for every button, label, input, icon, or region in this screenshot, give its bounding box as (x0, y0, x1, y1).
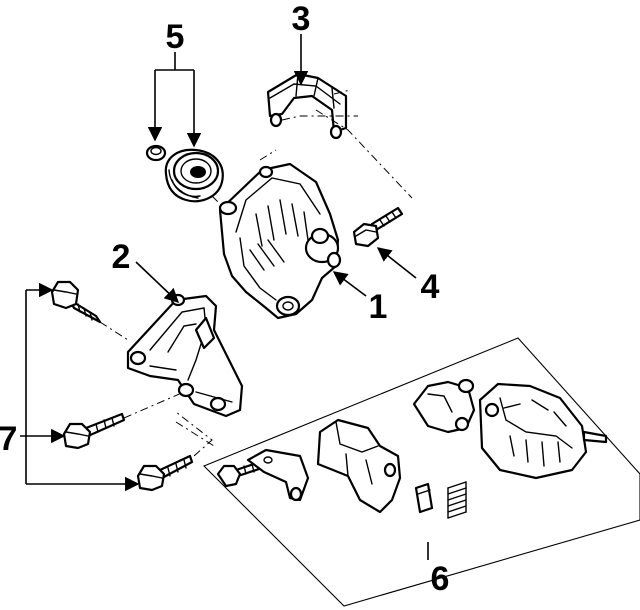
callout-6: 6 (431, 560, 450, 598)
callout-7: 7 (0, 420, 17, 458)
bracket-bolt-top (50, 280, 102, 324)
kit-brush (414, 482, 434, 514)
callout-5: 5 (166, 18, 185, 56)
regulator-kit-frame (203, 337, 640, 607)
mounting-bracket (126, 293, 244, 418)
callout-labels: 5 3 2 1 4 6 7 (0, 0, 449, 598)
callout-2: 2 (112, 238, 131, 276)
regulator-kit-contents (216, 378, 608, 519)
leader-lines (20, 34, 429, 560)
pulley-assembly (145, 144, 224, 203)
callout-4: 4 (421, 268, 440, 306)
pulley-nut (145, 144, 167, 162)
callout-1: 1 (369, 288, 388, 326)
alternator-bolt (352, 206, 404, 248)
alignment-lines (99, 89, 413, 457)
kit-rectifier-housing (478, 382, 608, 480)
kit-terminal-plate (246, 448, 310, 502)
pulley (164, 148, 224, 203)
callout-3: 3 (292, 0, 311, 38)
bracket-bolt-middle (62, 412, 126, 450)
alternator-cover (266, 72, 348, 140)
kit-spring (447, 481, 467, 519)
alternator (218, 162, 342, 320)
kit-regulator-cap (412, 378, 476, 434)
kit-brush-holder (316, 418, 402, 514)
bracket-bolt-bottom (136, 454, 194, 492)
